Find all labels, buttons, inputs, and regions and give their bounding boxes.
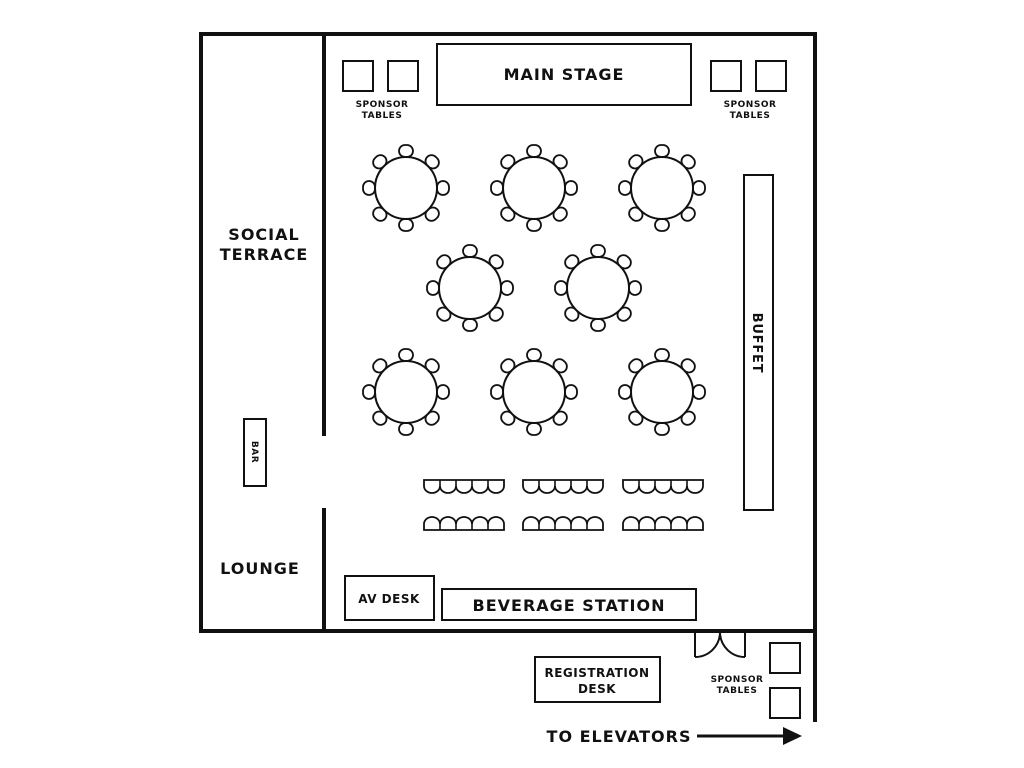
table-top	[374, 360, 438, 424]
seat-row	[423, 479, 505, 494]
round-table-icon	[490, 144, 578, 232]
chair	[490, 384, 504, 400]
buffet-counter	[743, 174, 774, 511]
sponsor-label-1: SPONSOR	[724, 100, 777, 110]
chair	[554, 280, 568, 296]
chair	[362, 180, 376, 196]
seat-row	[522, 516, 604, 531]
to-elevators-label: TO ELEVATORS	[547, 727, 692, 746]
chair	[398, 218, 414, 232]
bar-label: BAR	[249, 441, 259, 463]
chair	[654, 144, 670, 158]
chair	[490, 180, 504, 196]
round-table-icon	[618, 348, 706, 436]
walls	[199, 32, 817, 722]
round-table-icon	[490, 348, 578, 436]
round-table-icon	[618, 144, 706, 232]
registration-label-2: DESK	[578, 682, 616, 696]
table-top	[374, 156, 438, 220]
sponsor-label-1: SPONSOR	[711, 675, 764, 685]
chair	[692, 384, 706, 400]
table-top	[502, 360, 566, 424]
table-top	[630, 360, 694, 424]
seat-row	[423, 516, 505, 531]
chair	[500, 280, 514, 296]
theater-row-icon	[522, 516, 604, 531]
chair	[426, 280, 440, 296]
sponsor-tables-top-right: SPONSOR TABLES	[710, 60, 787, 121]
av-desk	[344, 575, 435, 621]
registration-label-1: REGISTRATION	[544, 666, 649, 680]
beverage-station-label: BEVERAGE STATION	[473, 596, 666, 615]
chair	[436, 384, 450, 400]
theater-row-icon	[423, 479, 505, 494]
round-table-icon	[362, 348, 450, 436]
chair	[618, 384, 632, 400]
chair	[362, 384, 376, 400]
sponsor-label-1: SPONSOR	[356, 100, 409, 110]
round-table-icon	[554, 244, 642, 332]
sponsor-label-2: TABLES	[730, 111, 771, 121]
table-top	[438, 256, 502, 320]
chair	[398, 422, 414, 436]
lounge-label: LOUNGE	[220, 559, 300, 578]
chair	[618, 180, 632, 196]
chair	[462, 244, 478, 258]
registration-desk	[534, 656, 661, 703]
chair	[526, 348, 542, 362]
social-terrace-label-2: TERRACE	[220, 245, 309, 264]
chair	[628, 280, 642, 296]
theater-seating	[423, 479, 704, 531]
seat-row	[522, 479, 604, 494]
sponsor-label-2: TABLES	[717, 686, 758, 696]
chair	[654, 348, 670, 362]
round-tables	[362, 144, 706, 436]
chair	[526, 218, 542, 232]
theater-row-icon	[622, 479, 704, 494]
table-top	[630, 156, 694, 220]
round-table-icon	[426, 244, 514, 332]
chair	[654, 218, 670, 232]
chair	[692, 180, 706, 196]
chair	[526, 144, 542, 158]
chair	[564, 180, 578, 196]
chair	[436, 180, 450, 196]
chair	[526, 422, 542, 436]
double-door-icon	[694, 632, 746, 659]
theater-row-icon	[522, 479, 604, 494]
sponsor-label-2: TABLES	[362, 111, 403, 121]
main-stage	[436, 43, 692, 106]
main-stage-label: MAIN STAGE	[504, 65, 625, 84]
chair	[564, 384, 578, 400]
chair	[654, 422, 670, 436]
chair	[398, 348, 414, 362]
theater-row-icon	[622, 516, 704, 531]
seat-row	[622, 516, 704, 531]
seat-row	[622, 479, 704, 494]
theater-row-icon	[423, 516, 505, 531]
social-terrace-label-1: SOCIAL	[228, 225, 299, 244]
chair	[462, 318, 478, 332]
av-desk-label: AV DESK	[358, 592, 420, 606]
sponsor-tables-bottom: SPONSOR TABLES	[711, 642, 801, 719]
bar-counter	[243, 418, 267, 487]
sponsor-tables-top-left: SPONSOR TABLES	[342, 60, 419, 121]
buffet-label: BUFFET	[749, 313, 764, 374]
beverage-station	[441, 588, 697, 621]
table-top	[502, 156, 566, 220]
table-top	[566, 256, 630, 320]
round-table-icon	[362, 144, 450, 232]
chair	[590, 244, 606, 258]
chair	[398, 144, 414, 158]
arrow-right-icon	[697, 727, 802, 745]
chair	[590, 318, 606, 332]
